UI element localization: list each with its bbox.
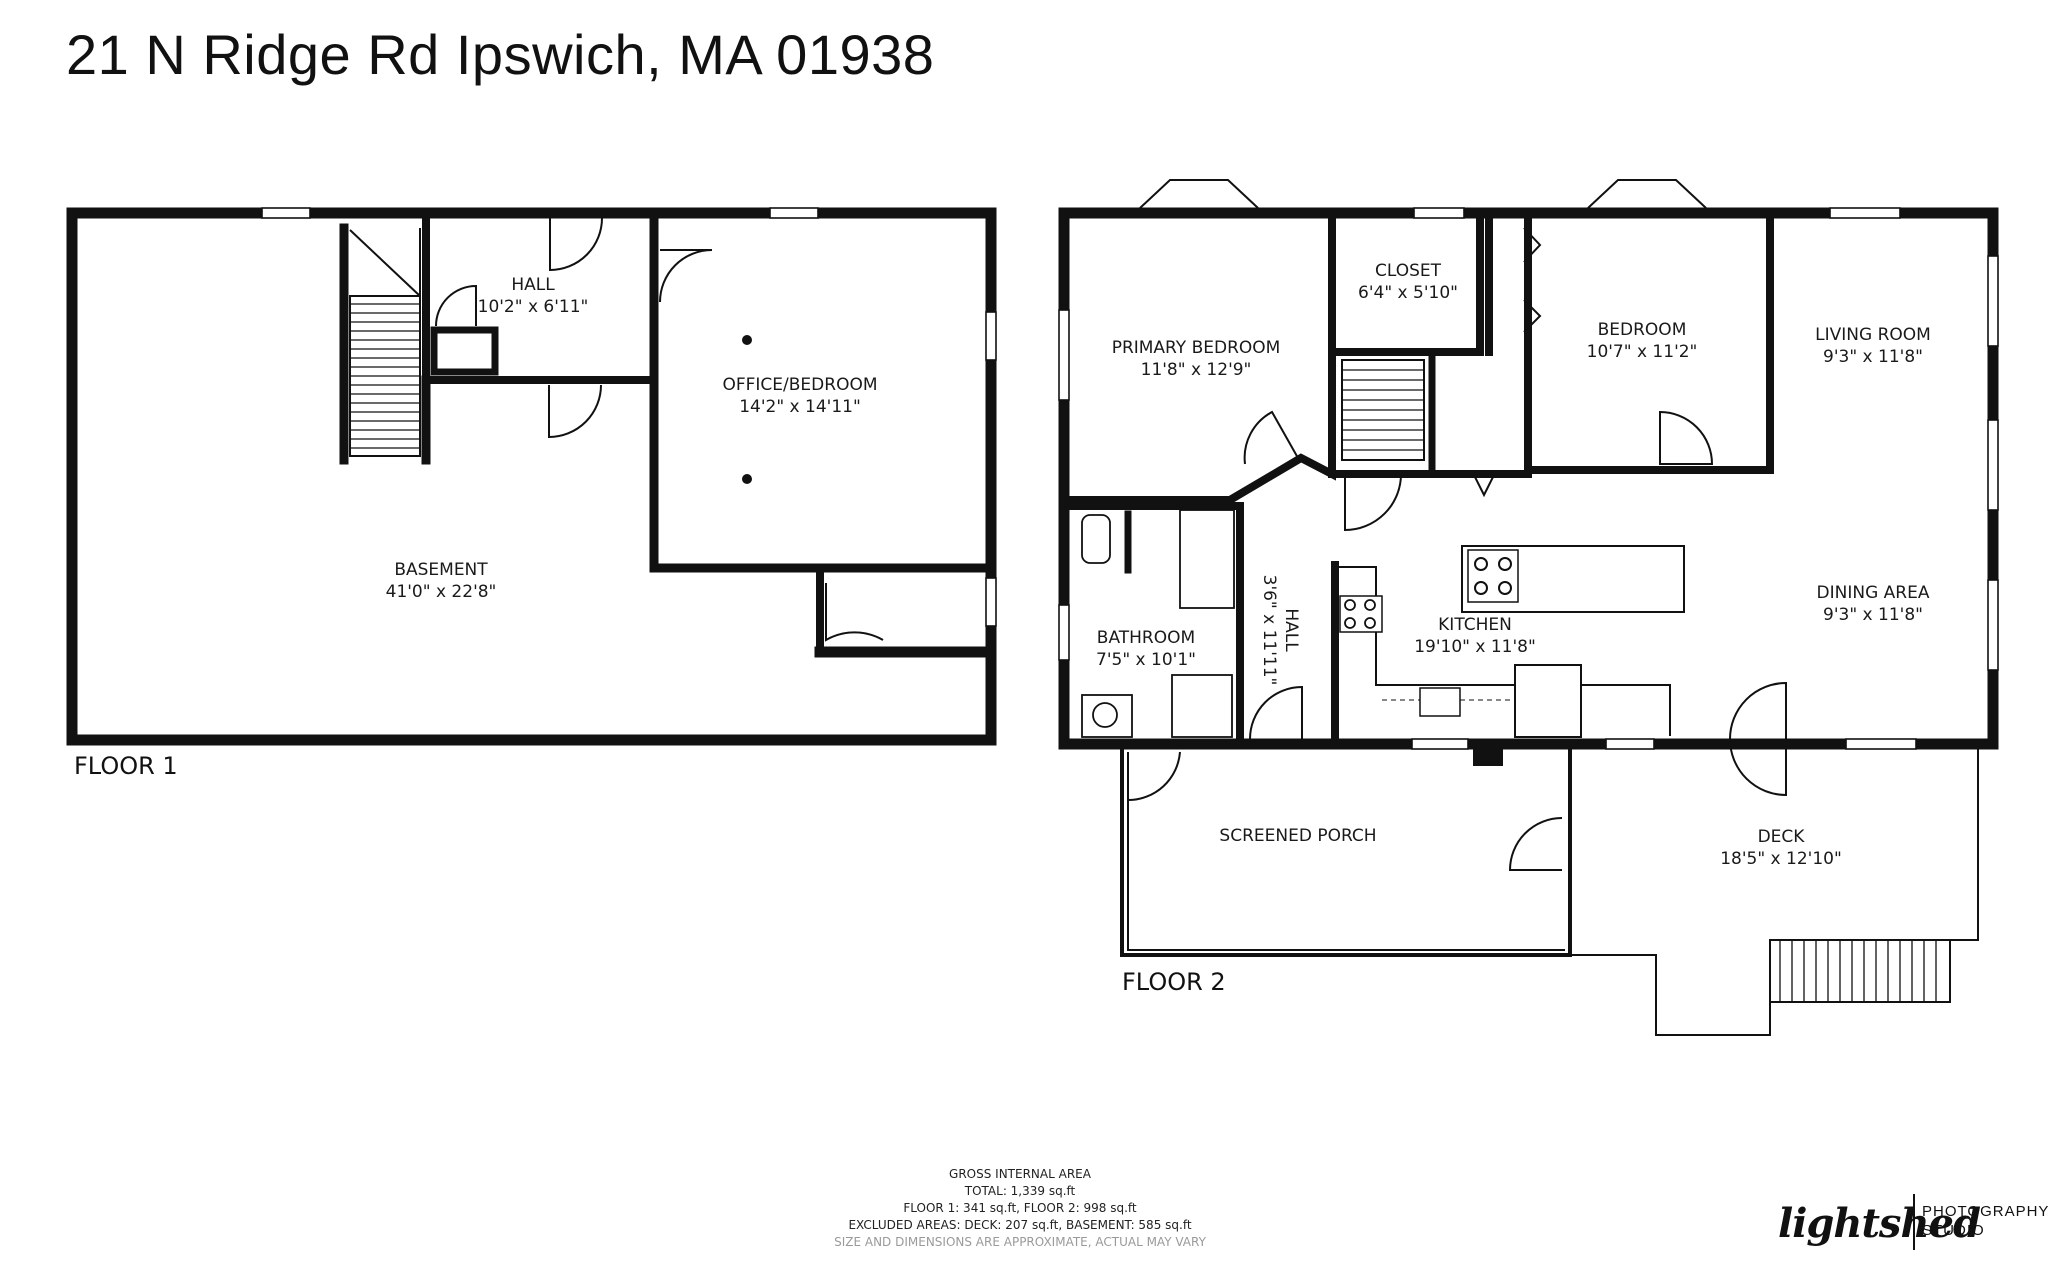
f2-bedroom-name: BEDROOM (1598, 320, 1687, 340)
f2-kitchen-name: KITCHEN (1438, 615, 1512, 635)
gia-excluded: EXCLUDED AREAS: DECK: 207 sq.ft, BASEMEN… (848, 1218, 1192, 1232)
f2-deck-size: 18'5" x 12'10" (1720, 849, 1842, 869)
brand-line-1: PHOTOGRAPHY (1922, 1203, 2048, 1220)
f1-basement-name: BASEMENT (394, 560, 488, 580)
f2-dining-area-name: DINING AREA (1817, 583, 1930, 603)
brand-signature: lightshed (1778, 1200, 1981, 1247)
f2-bathroom-name: BATHROOM (1097, 628, 1195, 648)
brand-logo: lightshed PHOTOGRAPHY STUDIO (1778, 1190, 2048, 1260)
f1-hall-name: HALL (511, 275, 555, 295)
f2-living-room-size: 9'3" x 11'8" (1823, 347, 1923, 367)
brand-line-2: STUDIO (1922, 1222, 1985, 1239)
floor-1-label: FLOOR 1 (74, 752, 178, 780)
f2-dining-area-size: 9'3" x 11'8" (1823, 605, 1923, 625)
f2-hall-size: 3'6" x 11'11" (1259, 575, 1279, 686)
f1-office-name: OFFICE/BEDROOM (722, 375, 877, 395)
floor-2-label: FLOOR 2 (1122, 968, 1226, 996)
f2-primary-bedroom-name: PRIMARY BEDROOM (1112, 338, 1281, 358)
f2-closet-size: 6'4" x 5'10" (1358, 283, 1458, 303)
gia-heading: GROSS INTERNAL AREA (949, 1167, 1091, 1181)
page-title: 21 N Ridge Rd Ipswich, MA 01938 (66, 23, 935, 86)
gross-area-summary: GROSS INTERNAL AREA TOTAL: 1,339 sq.ft F… (700, 1166, 1340, 1251)
f2-hall-name: HALL (1281, 608, 1301, 652)
f2-screened-porch-name: SCREENED PORCH (1219, 826, 1376, 846)
floor-2-plan: PRIMARY BEDROOM 11'8" x 12'9" CLOSET 6'4… (1058, 179, 1999, 1036)
f1-hall-size: 10'2" x 6'11" (478, 297, 589, 317)
gia-floors: FLOOR 1: 341 sq.ft, FLOOR 2: 998 sq.ft (903, 1201, 1137, 1215)
f1-basement-size: 41'0" x 22'8" (386, 582, 497, 602)
f2-closet-name: CLOSET (1375, 261, 1442, 281)
f2-bathroom-size: 7'5" x 10'1" (1096, 650, 1196, 670)
f2-deck-name: DECK (1758, 827, 1806, 847)
f1-office-size: 14'2" x 14'11" (739, 397, 861, 417)
brand-divider (1913, 1194, 1915, 1250)
f2-living-room-name: LIVING ROOM (1815, 325, 1931, 345)
floor-1-plan: HALL 10'2" x 6'11" OFFICE/BEDROOM 14'2" … (66, 207, 997, 780)
f2-primary-bedroom-size: 11'8" x 12'9" (1141, 360, 1252, 380)
f2-kitchen-size: 19'10" x 11'8" (1414, 637, 1536, 657)
gia-disclaimer: SIZE AND DIMENSIONS ARE APPROXIMATE, ACT… (834, 1235, 1206, 1249)
f2-bedroom-size: 10'7" x 11'2" (1587, 342, 1698, 362)
gia-total: TOTAL: 1,339 sq.ft (964, 1184, 1076, 1198)
brand-text: PHOTOGRAPHY STUDIO (1922, 1202, 2048, 1240)
